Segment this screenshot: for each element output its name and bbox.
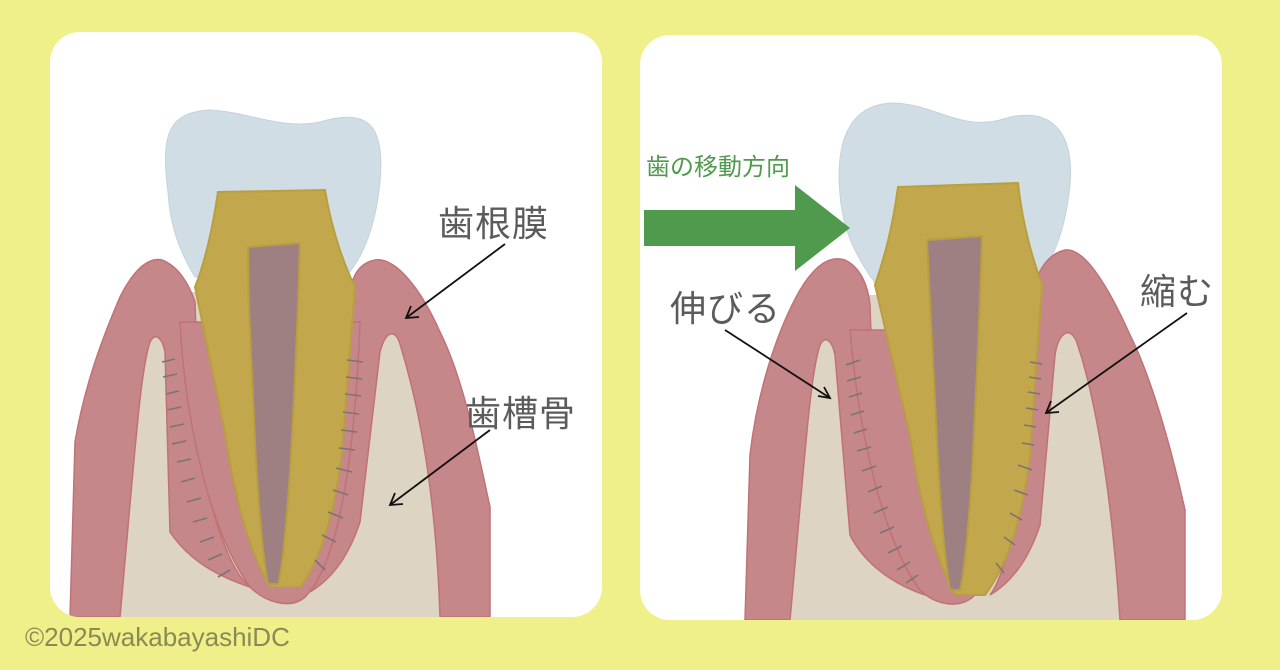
movement-arrow-icon [644,185,850,271]
stretch-label: 伸びる [670,289,782,330]
movement-direction-label: 歯の移動方向 [646,153,790,181]
tooth-movement-panel: 歯の移動方向 伸びる 縮む [640,35,1222,620]
compress-label: 縮む [1140,272,1215,313]
alveolar-bone-label: 歯槽骨 [465,394,577,435]
periodontal-ligament-label: 歯根膜 [438,204,550,245]
tooth-diagram-moving [644,102,1188,620]
normal-tooth-panel: 歯根膜 歯槽骨 [50,32,602,617]
tooth-diagram-normal [69,109,506,617]
copyright-text: ©2025wakabayashiDC [25,622,290,652]
